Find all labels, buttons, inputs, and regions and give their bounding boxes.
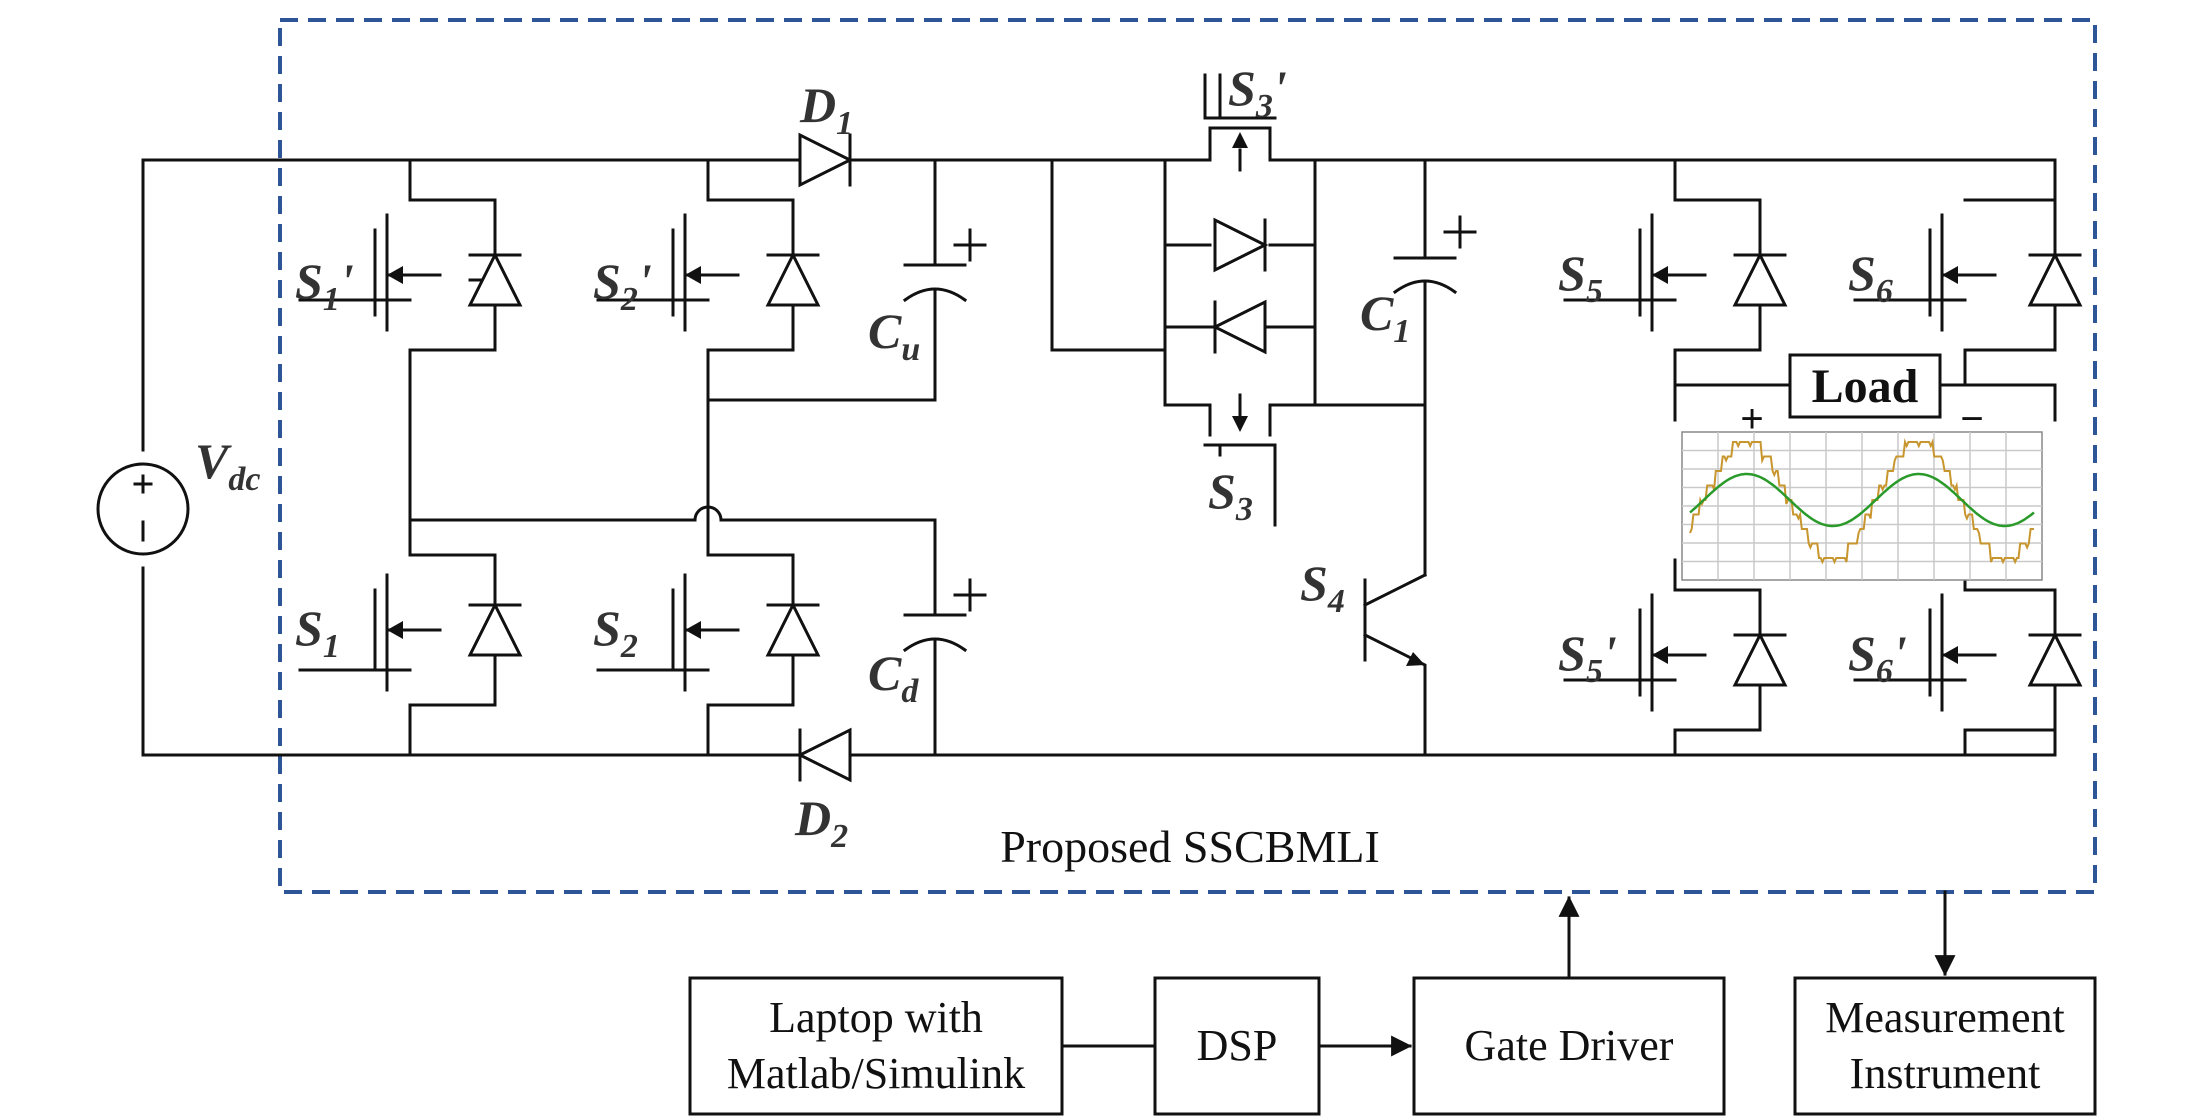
- diode-d1: [788, 132, 862, 188]
- load-label: Load: [1812, 360, 1919, 413]
- c1-label: C1: [1360, 285, 1410, 350]
- switch-s5: [1563, 158, 1788, 387]
- laptop-block: [688, 976, 1064, 1116]
- output-waveform: [1681, 431, 2043, 581]
- switch-s6p: [1853, 558, 2083, 757]
- enclosure-caption: Proposed SSCBMLI: [1000, 821, 1380, 872]
- measurement-line1: Measurement: [1825, 993, 2064, 1042]
- s5p-label: S5': [1558, 625, 1617, 690]
- switch-s1: [298, 518, 523, 757]
- switch-s6: [1853, 158, 2083, 387]
- s6-label: S6: [1848, 245, 1893, 310]
- gate-driver-block: [1412, 976, 1726, 1116]
- s2p-label: S2': [593, 253, 652, 318]
- dsp-label: DSP: [1197, 1021, 1278, 1070]
- s3p-label: S3': [1228, 60, 1287, 125]
- sscbmli-enclosure: [278, 18, 2097, 894]
- load-box: [1788, 353, 1942, 419]
- diode-d2: [788, 727, 862, 783]
- cd-label: Cd: [868, 645, 919, 710]
- load-plus: +: [1740, 397, 1763, 441]
- bidirectional-switch: [1050, 73, 1427, 527]
- laptop-line2: Matlab/Simulink: [727, 1049, 1025, 1098]
- laptop-line1: Laptop with: [769, 993, 983, 1042]
- s1p-label: S1': [295, 253, 354, 318]
- s5-label: S5: [1558, 245, 1603, 310]
- vdc-label: Vdc: [195, 433, 260, 498]
- cu-label: Cu: [868, 303, 920, 368]
- s1-label: S1: [295, 600, 340, 665]
- transistor-s4: [1362, 572, 1428, 757]
- load-minus: −: [1960, 397, 1983, 441]
- switch-s2p: [596, 158, 821, 402]
- measurement-line2: Instrument: [1850, 1049, 2041, 1098]
- s3-label: S3: [1208, 463, 1253, 528]
- switch-s2: [596, 398, 821, 757]
- switch-s1p: [298, 158, 523, 522]
- gate-driver-label: Gate Driver: [1465, 1021, 1674, 1070]
- cu-wire: [706, 308, 937, 402]
- d1-label: D1: [799, 77, 853, 142]
- measurement-block: [1793, 976, 2097, 1116]
- d2-label: D2: [794, 790, 848, 855]
- dc-source: [96, 158, 190, 757]
- switch-s5p: [1563, 558, 1788, 757]
- capacitor-cd: [902, 578, 987, 757]
- capacitor-c1: [1392, 158, 1477, 577]
- load-wire: [1673, 383, 2057, 422]
- cross-wire: [408, 505, 937, 582]
- s2-label: S2: [593, 600, 638, 665]
- capacitor-cu: [902, 158, 987, 312]
- s6p-label: S6': [1848, 625, 1907, 690]
- s4-label: S4: [1300, 555, 1345, 620]
